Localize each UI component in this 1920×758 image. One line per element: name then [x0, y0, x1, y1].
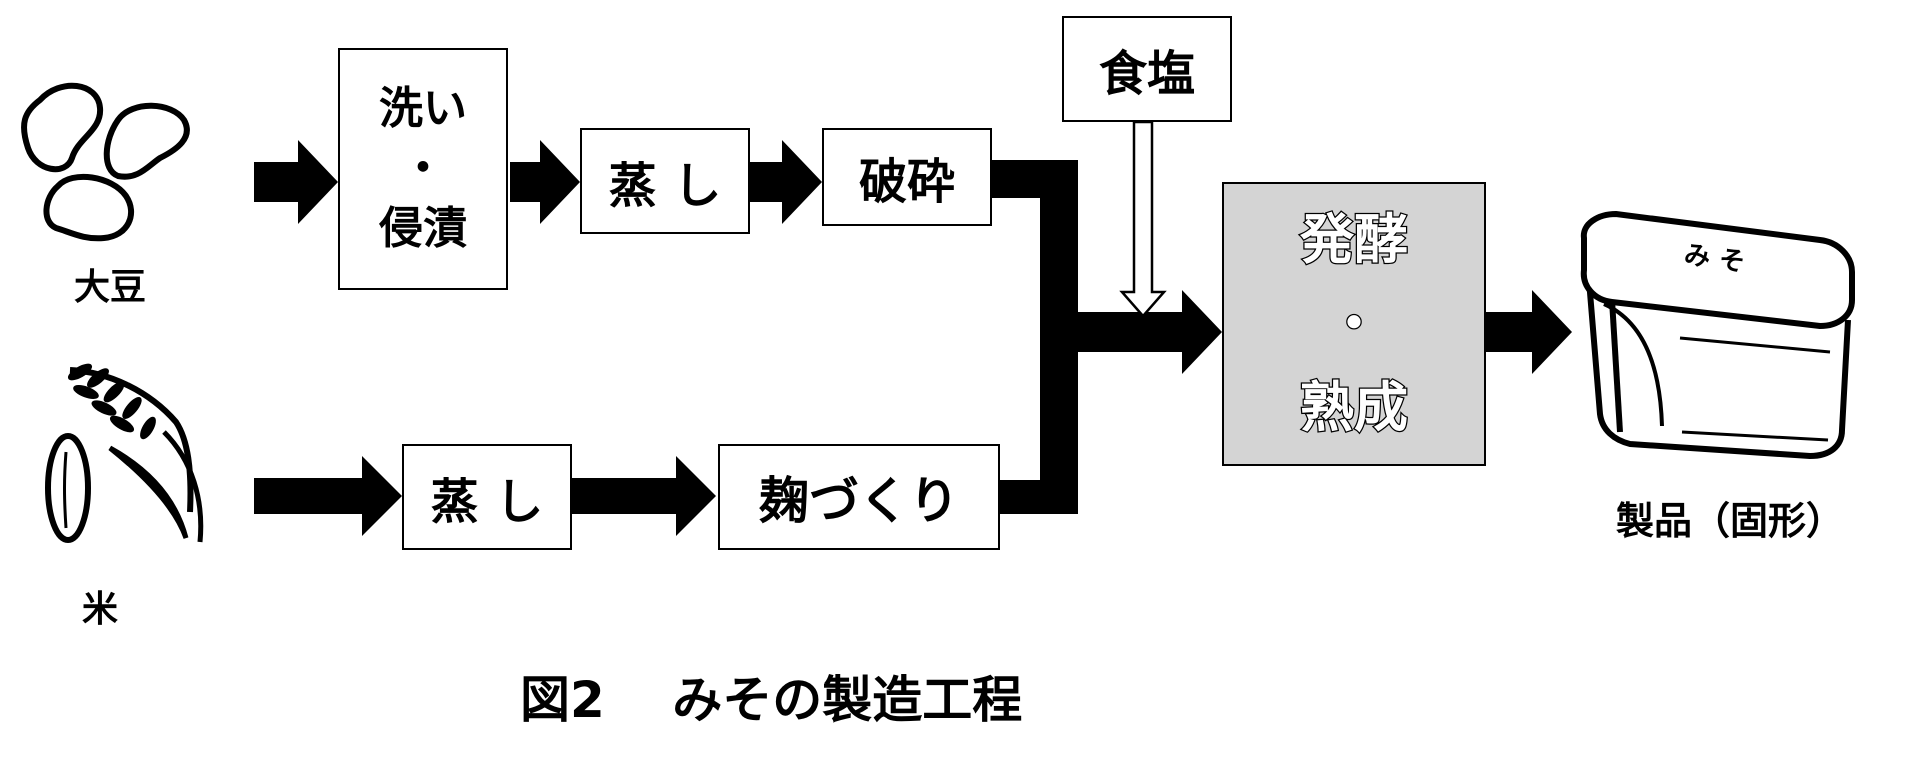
- ferment-ripen-step-box: 発酵 ・ 熟成: [1222, 182, 1486, 466]
- koji-label: 麹づくり: [759, 472, 959, 530]
- miso-container-icon: [1580, 211, 1855, 459]
- figure-caption: 図2 みその製造工程: [520, 671, 1023, 729]
- product-label: 製品（固形）: [1615, 499, 1844, 543]
- koji-step-box: 麹づくり: [718, 444, 1000, 550]
- soybean-label: 大豆: [73, 267, 146, 308]
- salt-input-box: 食塩: [1062, 16, 1232, 122]
- steam-soybean-label: 蒸 し: [608, 158, 722, 214]
- salt-arrow: [1119, 120, 1167, 318]
- rice-label: 米: [81, 589, 118, 630]
- steam-soybean-step-box: 蒸 し: [580, 128, 750, 234]
- ferment-separator: ・: [1326, 291, 1383, 357]
- crush-step-box: 破砕: [822, 128, 992, 226]
- ripen-label: 熟成: [1299, 375, 1410, 441]
- salt-label: 食塩: [1098, 46, 1195, 102]
- ferment-label: 発酵: [1299, 207, 1410, 273]
- merge-connector: [992, 160, 1222, 514]
- wash-step-label: 洗い: [379, 83, 467, 134]
- wash-step-separator: ・: [401, 143, 445, 194]
- bottom-flow-arrows: [254, 456, 716, 536]
- steam-rice-step-box: 蒸 し: [402, 444, 572, 550]
- steam-rice-label: 蒸 し: [430, 474, 544, 530]
- soak-step-label: 侵漬: [379, 203, 467, 254]
- top-flow-arrows: [254, 140, 822, 224]
- wash-soak-step-box: 洗い ・ 侵漬: [338, 48, 508, 290]
- soybean-icon: [21, 82, 190, 242]
- output-arrow: [1486, 290, 1572, 374]
- crush-label: 破砕: [858, 154, 955, 210]
- rice-plant-icon: [45, 363, 204, 543]
